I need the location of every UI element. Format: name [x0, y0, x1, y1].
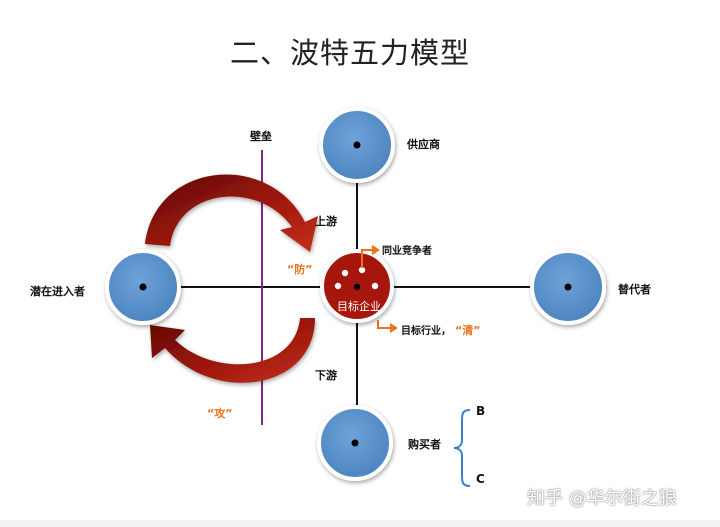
label-c: C — [476, 472, 485, 486]
node-substitutes — [530, 249, 606, 325]
label-fang: “防” — [287, 263, 313, 276]
node-buyers — [317, 405, 393, 481]
label-competitors: 同业竞争者 — [382, 246, 432, 257]
lower-curved-arrow — [150, 318, 315, 383]
label-substitutes: 替代者 — [618, 283, 651, 296]
label-downstream: 下游 — [315, 369, 337, 382]
node-supplier — [319, 107, 395, 183]
buyers-brace — [453, 409, 471, 487]
label-potential-entrants: 潜在进入者 — [30, 285, 85, 298]
node-potential-entrants — [105, 249, 181, 325]
competitors-pointer — [361, 245, 380, 268]
label-upstream: 上游 — [315, 215, 337, 228]
label-supplier: 供应商 — [407, 138, 440, 151]
upper-curved-arrow — [145, 174, 318, 252]
node-target-enterprise — [320, 249, 394, 323]
bottom-strip — [0, 520, 720, 527]
label-b: B — [476, 404, 486, 418]
label-target-industry: 目标行业， — [401, 326, 451, 337]
label-barrier: 壁垒 — [250, 130, 272, 143]
label-buyers: 购买者 — [408, 438, 441, 451]
label-qing: “清” — [455, 324, 481, 337]
page-title: 二、波特五力模型 — [230, 36, 471, 70]
label-gong: “攻” — [207, 407, 233, 420]
watermark: 知乎 @华尔街之狼 — [527, 488, 677, 509]
target-industry-pointer — [377, 320, 398, 333]
label-target-enterprise: 目标企业 — [337, 300, 381, 313]
